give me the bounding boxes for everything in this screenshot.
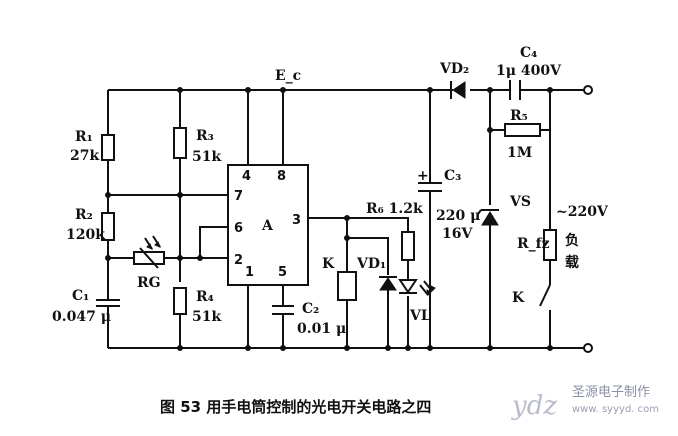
label-c3-value2: 16V [442,226,473,242]
watermark-url: www. syyyd. com [572,404,659,415]
terminal-top [583,85,593,95]
label-mains: ~220V [556,204,609,220]
watermark-logo: ydz [511,391,557,421]
resistor-r3 [173,127,187,159]
label-r2: R₂ [75,207,93,223]
pin-4: 4 [242,169,251,184]
capacitor-c2 [272,305,294,315]
terminal-bottom [583,343,593,353]
label-c3-plus: + [417,168,429,184]
junctions [105,87,553,351]
pin-2: 2 [234,253,243,268]
label-c4-value: 1μ 400V [496,63,562,79]
diode-vd1 [379,276,397,291]
label-rg: RG [137,275,161,291]
label-r3: R₃ [196,128,214,144]
label-r5-value: 1M [507,145,532,161]
resistor-r5 [504,123,541,137]
capacitor-c3 [418,182,442,192]
pin-7: 7 [234,189,243,204]
pin-8: 8 [277,169,286,184]
led-vl [398,279,436,297]
label-vd1: VD₁ [356,256,386,272]
label-c2: C₂ [302,301,319,317]
figure-caption: 图 53 用手电筒控制的光电开关电路之四 [160,398,431,416]
label-c1-value: 0.047 μ [52,309,111,325]
load-rfz [543,229,557,261]
label-r4-value: 51k [192,309,221,325]
label-r1-value: 27k [70,148,99,164]
watermark: ydz 圣源电子制作 www. syyyd. com [511,385,659,421]
label-r1: R₁ [75,129,93,145]
label-k-relay: K [322,256,335,272]
pin-3: 3 [292,213,301,228]
capacitor-c1 [96,299,120,307]
label-load-1: 负 [565,232,579,249]
label-r3-value: 51k [192,149,221,165]
watermark-name: 圣源电子制作 [572,385,650,400]
label-r5: R₅ [510,108,528,124]
label-vs: VS [509,194,531,210]
resistor-r2 [101,212,115,241]
pin-5: 5 [278,265,287,280]
label-rfz: R_fz [517,236,550,252]
zener-vs [477,209,499,226]
label-load-2: 载 [565,254,579,271]
label-c3: C₃ [444,168,461,184]
pin-6: 6 [234,221,243,236]
label-c1: C₁ [72,288,89,304]
label-ec: E_c [275,68,301,84]
label-c4: C₄ [520,45,537,61]
label-vl: VL [409,308,431,324]
relay-coil-k [337,271,357,301]
label-k-switch: K [512,290,525,306]
resistor-r4 [173,287,187,315]
resistor-r1 [101,134,115,161]
label-r2-value: 120k [66,227,105,243]
capacitor-c4 [509,80,521,100]
label-c3-value1: 220 μ [436,208,480,224]
wires [107,89,585,349]
label-c2-value: 0.01 μ [297,321,346,337]
pin-1: 1 [245,265,254,280]
label-ic: A [261,218,274,234]
label-vd2: VD₂ [439,61,469,77]
label-r6: R₆ 1.2k [366,201,423,217]
switch-k [539,284,551,307]
diode-vd2 [447,81,466,99]
resistor-r6 [401,231,415,261]
label-r4: R₄ [196,289,214,305]
ic-a [227,164,309,286]
photoresistor-rg [133,235,165,269]
